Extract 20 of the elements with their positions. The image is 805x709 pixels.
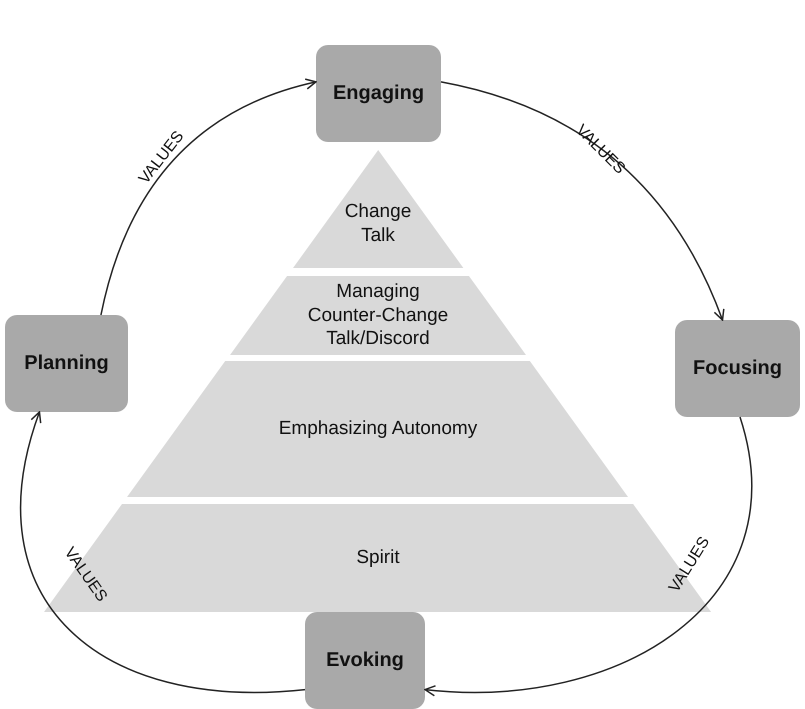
pyramid-layer bbox=[44, 504, 712, 612]
layer-label: Emphasizing Autonomy bbox=[278, 417, 478, 441]
pyramid-layer bbox=[230, 276, 526, 355]
stage-box bbox=[5, 315, 128, 412]
stage-box bbox=[316, 45, 441, 142]
stage-box bbox=[305, 612, 425, 709]
layer-label: Spirit bbox=[356, 546, 400, 570]
stage-label: Focusing bbox=[693, 357, 782, 380]
curved-arrow bbox=[440, 81, 724, 321]
pyramid-layer bbox=[127, 361, 629, 497]
curved-arrow bbox=[20, 411, 306, 694]
layer-label: Managing Counter-Change Talk/Discord bbox=[306, 280, 450, 352]
stage-box bbox=[675, 320, 800, 417]
stage-label: Evoking bbox=[326, 649, 404, 672]
curved-arrow bbox=[424, 416, 752, 696]
layer-label: Change Talk bbox=[344, 200, 412, 248]
pyramid-layer bbox=[292, 150, 464, 268]
stage-label: Planning bbox=[24, 352, 109, 375]
curved-arrow bbox=[100, 78, 317, 316]
stage-label: Engaging bbox=[332, 82, 424, 105]
